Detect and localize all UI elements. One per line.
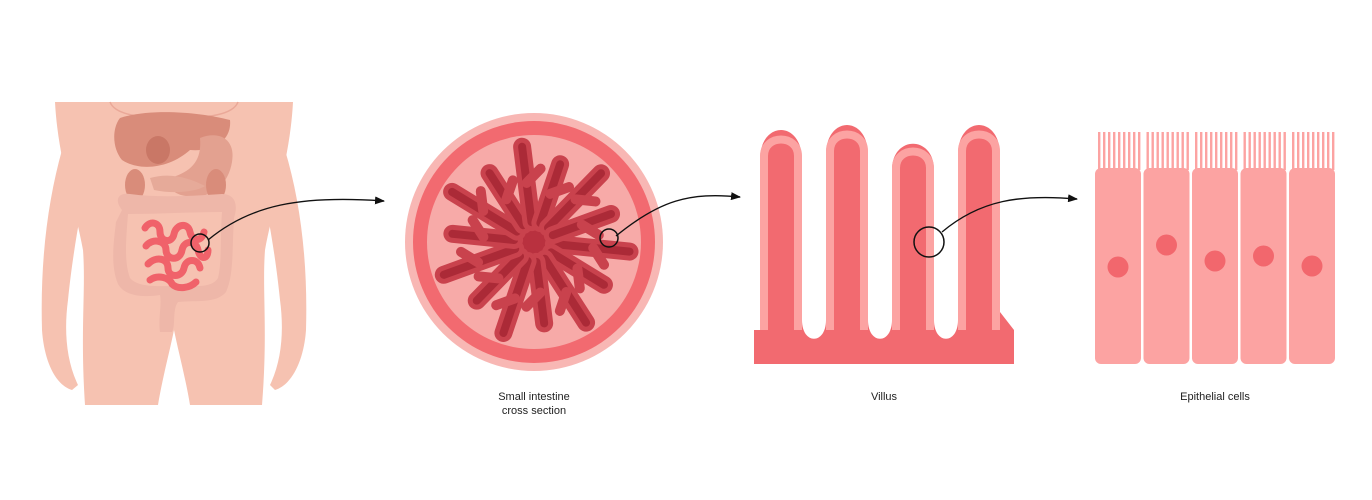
fold-branch bbox=[570, 194, 601, 207]
microvillus bbox=[1258, 132, 1261, 170]
villus-illustration bbox=[754, 125, 1014, 364]
epithelial-cell bbox=[1143, 168, 1190, 364]
fold-branch bbox=[473, 271, 504, 284]
microvillus bbox=[1220, 132, 1223, 170]
microvillus bbox=[1118, 132, 1121, 170]
magnifier-circle-cross-section bbox=[599, 228, 619, 248]
villus-tissue bbox=[754, 125, 1014, 364]
fold-branch bbox=[545, 182, 575, 199]
magnifier-circle-body bbox=[190, 233, 210, 253]
microvillus bbox=[1225, 132, 1228, 170]
microvillus bbox=[1243, 132, 1246, 170]
microvillus bbox=[1166, 132, 1169, 170]
arrow-cross-section-to-villus bbox=[615, 192, 741, 237]
fold-branch bbox=[456, 246, 484, 268]
villus-finger-border bbox=[958, 130, 1000, 330]
microvillus bbox=[1230, 132, 1233, 170]
fold-branch bbox=[475, 186, 489, 216]
microvillus bbox=[1103, 132, 1106, 170]
microvillus bbox=[1263, 132, 1266, 170]
microvillus bbox=[1327, 132, 1330, 170]
small-intestine bbox=[141, 219, 212, 292]
cross-section-illustration bbox=[405, 113, 663, 371]
microvillus bbox=[1146, 132, 1149, 170]
microvillus bbox=[1283, 132, 1286, 170]
caption-villus: Villus bbox=[870, 391, 898, 403]
microvillus bbox=[1215, 132, 1218, 170]
caption-cross-section: Small intestine cross section bbox=[434, 390, 634, 418]
microvillus bbox=[1248, 132, 1251, 170]
microvillus bbox=[1332, 132, 1335, 170]
microvillus bbox=[1098, 132, 1101, 170]
microvillus bbox=[1113, 132, 1116, 170]
magnifier-circle-villus bbox=[913, 226, 945, 258]
microvillus bbox=[1138, 132, 1141, 170]
caption-cross-section-line2: cross section bbox=[501, 405, 567, 417]
microvillus bbox=[1123, 132, 1126, 170]
fold-branch bbox=[501, 175, 518, 205]
fold-branch bbox=[554, 287, 572, 316]
liver bbox=[114, 112, 231, 167]
microvillus bbox=[1128, 132, 1131, 170]
microvillus bbox=[1317, 132, 1320, 170]
fold-branch bbox=[467, 215, 489, 242]
arrow-body-to-cross-section bbox=[207, 196, 385, 241]
microvillus bbox=[1156, 132, 1159, 170]
microvillus bbox=[1292, 132, 1295, 170]
microvillus bbox=[1181, 132, 1184, 170]
fold-branch bbox=[576, 219, 604, 241]
microvillus bbox=[1312, 132, 1315, 170]
microvillus bbox=[1302, 132, 1305, 170]
microvillus bbox=[1268, 132, 1271, 170]
cell-nucleus bbox=[1253, 245, 1274, 267]
microvillus bbox=[1297, 132, 1300, 170]
cell-nucleus bbox=[1156, 234, 1177, 256]
fold-branch bbox=[572, 263, 585, 294]
microvillus bbox=[1205, 132, 1208, 170]
villus-finger-border bbox=[826, 130, 868, 330]
microvillus bbox=[1186, 132, 1189, 170]
microvillus bbox=[1108, 132, 1111, 170]
microvillus bbox=[1200, 132, 1203, 170]
cell-nucleus bbox=[1107, 256, 1129, 278]
caption-epithelial: Epithelial cells bbox=[1180, 391, 1250, 403]
arrow-villus-to-epithelial bbox=[941, 194, 1078, 233]
villus-epithelium bbox=[760, 130, 1000, 330]
cell-nucleus bbox=[1204, 250, 1226, 272]
microvillus bbox=[1278, 132, 1281, 170]
fold-branch bbox=[521, 163, 546, 188]
torso bbox=[55, 102, 293, 405]
microvillus bbox=[1253, 132, 1256, 170]
microvillus bbox=[1133, 132, 1136, 170]
villus-finger-border bbox=[760, 135, 802, 330]
mucosal-folds bbox=[434, 137, 639, 342]
torso-illustration bbox=[41, 101, 307, 405]
microvillus bbox=[1322, 132, 1325, 170]
microvillus bbox=[1210, 132, 1213, 170]
villus-finger-border bbox=[892, 147, 934, 330]
caption-cross-section-line1: Small intestine bbox=[498, 391, 570, 403]
microvillus bbox=[1273, 132, 1276, 170]
microvillus bbox=[1176, 132, 1179, 170]
fold-branch bbox=[588, 242, 610, 270]
large-intestine bbox=[113, 193, 236, 332]
microvillus bbox=[1171, 132, 1174, 170]
microvillus bbox=[1161, 132, 1164, 170]
microvillus bbox=[1235, 132, 1238, 170]
fold-branch bbox=[521, 287, 546, 312]
fold-branch bbox=[491, 293, 521, 311]
cell-nucleus bbox=[1301, 255, 1323, 277]
microvillus bbox=[1195, 132, 1198, 170]
epithelial-cells-illustration bbox=[1095, 132, 1335, 364]
microvillus bbox=[1151, 132, 1154, 170]
microvillus bbox=[1307, 132, 1310, 170]
